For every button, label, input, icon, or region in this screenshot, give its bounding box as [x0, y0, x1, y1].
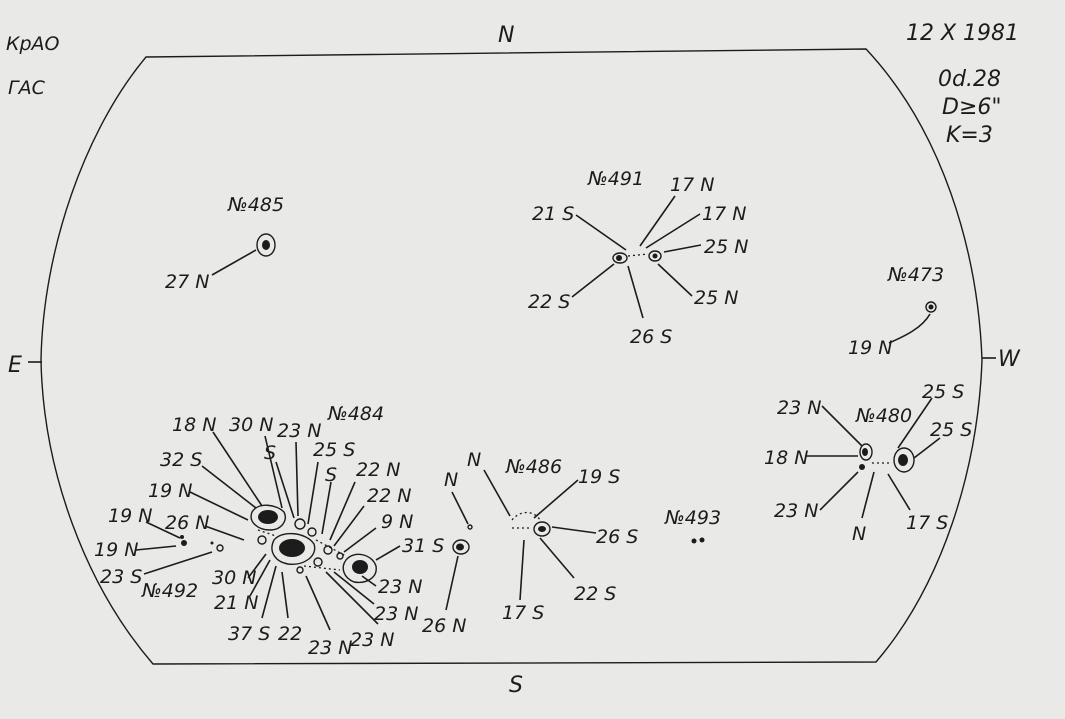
sunspot-493-b [699, 537, 705, 543]
label-491-1: 21 S [532, 203, 574, 225]
region-492: №492 32 S 19 N 19 N 26 N 19 N 23 S [94, 449, 257, 602]
class-label: K=3 [946, 123, 993, 148]
sunspot-486-a [452, 539, 470, 555]
region-493: №493 [664, 507, 721, 544]
sunspot-492-a [181, 540, 187, 546]
label-484-0: 18 N [172, 414, 216, 436]
sunspot-473 [925, 301, 937, 313]
region-480: №480 23 N 25 S 25 S 18 N 23 N N 17 S [764, 381, 972, 545]
label-491-3: 25 N [704, 236, 748, 258]
label-492-4: 19 N [94, 539, 138, 561]
east-label: E [8, 353, 22, 378]
region-473-name: №473 [887, 264, 944, 286]
label-484-8: 9 N [381, 511, 413, 533]
label-484-3: S [264, 442, 276, 464]
sunspot-486-b [533, 521, 551, 537]
label-491-5: 25 N [694, 287, 738, 309]
south-label: S [509, 673, 523, 698]
sunspot-491-b [648, 250, 662, 262]
label-485-0: 27 N [165, 271, 209, 293]
sunspot-480-a [859, 443, 873, 461]
label-486-4: 22 S [574, 583, 616, 605]
label-484-7: 22 N [367, 485, 411, 507]
label-486-3: 26 S [596, 526, 638, 548]
label-491-6: 26 S [630, 326, 672, 348]
region-485: №485 27 N [165, 194, 284, 293]
region-493-name: №493 [664, 507, 721, 529]
region-485-name: №485 [227, 194, 284, 216]
label-484-12: 23 N [350, 629, 394, 651]
label-486-2: 19 S [578, 466, 620, 488]
date-label: 12 X 1981 [906, 21, 1019, 46]
time-label: 0d.28 [938, 67, 1001, 92]
label-492-3: 26 N [165, 512, 209, 534]
label-480-2: 25 S [930, 419, 972, 441]
sunspot-492-b [216, 544, 224, 552]
label-484-11: 23 N [374, 603, 418, 625]
sunspot-484-c [342, 553, 377, 584]
region-473: №473 19 N [848, 264, 944, 359]
label-480-6: 17 S [906, 512, 948, 534]
label-484-16: 21 N [214, 592, 258, 614]
label-484-6: 22 N [356, 459, 400, 481]
diameter-label: D≥6" [942, 95, 1002, 120]
label-480-4: 23 N [774, 500, 818, 522]
region-480-name: №480 [855, 405, 912, 427]
sunspot-484-a [250, 504, 286, 531]
label-484-10: 23 N [378, 576, 422, 598]
label-486-1: N [467, 449, 481, 471]
label-492-5: 23 S [100, 566, 142, 588]
region-484: №484 18 N 30 N 23 [172, 403, 444, 659]
region-492-name: №492 [141, 580, 198, 602]
observatory-label: КрАО [6, 33, 60, 55]
label-484-2: 23 N [277, 420, 321, 442]
sunspot-493-a [691, 538, 697, 544]
sunspot-485 [256, 233, 276, 257]
label-484-5: S [325, 464, 337, 486]
region-491: №491 17 N 21 S 17 N 25 N 22 S 25 N 26 S [528, 168, 748, 348]
label-491-2: 17 N [702, 203, 746, 225]
label-480-0: 23 N [777, 397, 821, 419]
sunspot-491-a [612, 252, 628, 264]
label-486-5: 17 S [502, 602, 544, 624]
label-484-13: 23 N [308, 637, 352, 659]
label-484-17: 30 N [212, 567, 256, 589]
label-492-1: 19 N [148, 480, 192, 502]
region-491-name: №491 [587, 168, 644, 190]
group-label: ГАС [8, 77, 46, 99]
region-486: №486 N N 19 S 26 S 22 S 17 S 26 N [422, 449, 638, 637]
label-484-15: 37 S [228, 623, 270, 645]
label-480-1: 25 S [922, 381, 964, 403]
label-480-5: N [852, 523, 866, 545]
label-484-9: 31 S [402, 535, 444, 557]
region-486-name: №486 [505, 456, 562, 478]
north-label: N [498, 23, 514, 48]
label-492-2: 19 N [108, 505, 152, 527]
label-484-1: 30 N [229, 414, 273, 436]
label-480-3: 18 N [764, 447, 808, 469]
west-label: W [998, 347, 1021, 372]
label-492-0: 32 S [160, 449, 202, 471]
label-484-4: 25 S [313, 439, 355, 461]
label-473-0: 19 N [848, 337, 892, 359]
solar-disk-outline [40, 48, 983, 665]
label-486-0: N [444, 469, 458, 491]
region-484-name: №484 [327, 403, 384, 425]
sunspot-484-b [271, 533, 316, 565]
label-491-0: 17 N [670, 174, 714, 196]
label-486-6: 26 N [422, 615, 466, 637]
label-491-4: 22 S [528, 291, 570, 313]
sunspot-480-b [893, 447, 915, 473]
label-484-14: 22 [278, 623, 302, 645]
